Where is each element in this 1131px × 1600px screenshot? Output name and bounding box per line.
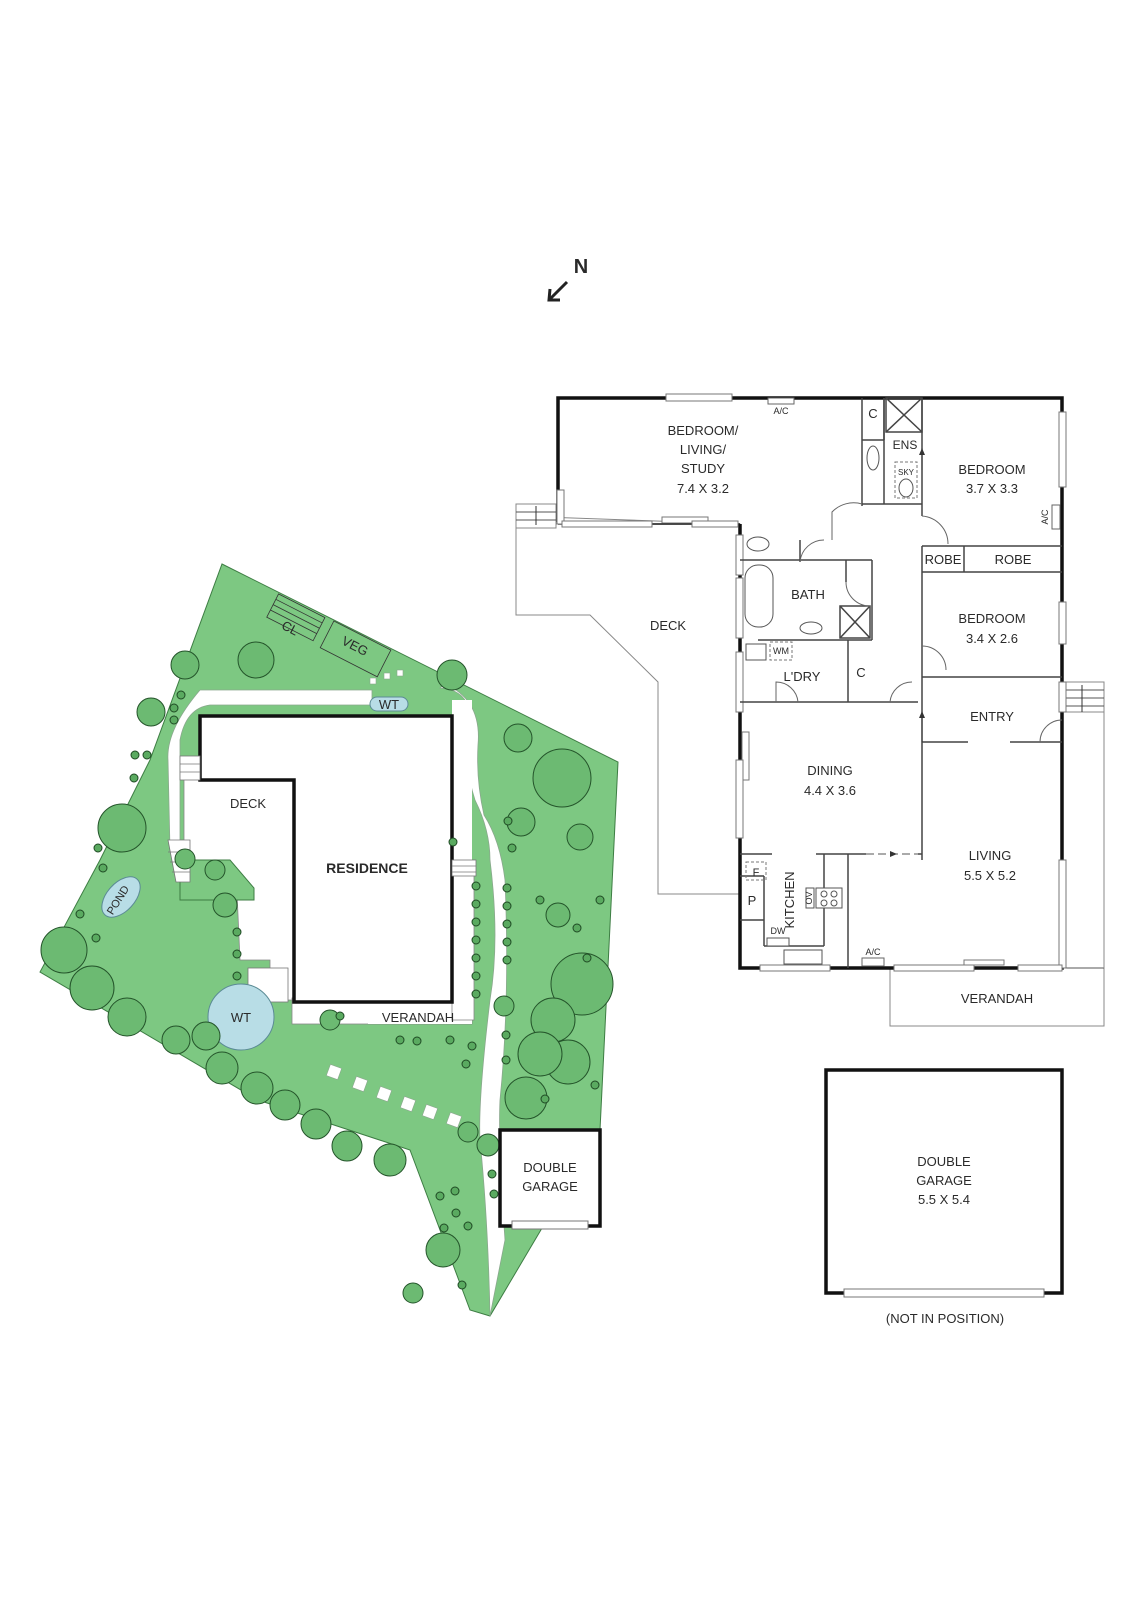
veg-garden bbox=[319, 620, 392, 678]
entry-stairs bbox=[1061, 681, 1105, 713]
ac-label: A/C bbox=[1040, 509, 1050, 525]
window bbox=[1058, 411, 1067, 488]
window bbox=[759, 964, 831, 972]
window bbox=[735, 651, 744, 713]
shrub-icons bbox=[75, 690, 605, 1290]
pond bbox=[101, 876, 141, 918]
ac-unit bbox=[1051, 504, 1061, 530]
interior-walls bbox=[740, 397, 1062, 968]
room-name: STUDY bbox=[681, 461, 725, 476]
residence-label: RESIDENCE bbox=[326, 860, 408, 876]
fixtures: SKY bbox=[744, 445, 918, 965]
kitchen-label: KITCHEN bbox=[782, 871, 797, 928]
window bbox=[741, 731, 750, 781]
not-in-position-note: (NOT IN POSITION) bbox=[886, 1311, 1004, 1326]
robe-label: ROBE bbox=[995, 552, 1032, 567]
site-plan: CL VEG WT WT POND bbox=[39, 563, 619, 1317]
window bbox=[1058, 859, 1067, 969]
washing-machine-label: WM bbox=[773, 646, 789, 656]
ac-label: A/C bbox=[773, 406, 789, 416]
north-arrow-icon bbox=[547, 280, 569, 302]
window bbox=[735, 759, 744, 839]
room-name: DINING bbox=[807, 763, 853, 778]
water-tank-large bbox=[207, 983, 275, 1051]
window bbox=[1058, 681, 1067, 713]
room-dining: DINING 4.4 X 3.6 bbox=[804, 763, 856, 798]
window bbox=[735, 534, 744, 576]
room-bedroom-1: BEDROOM 3.7 X 3.3 bbox=[958, 462, 1025, 496]
stepping-stones bbox=[325, 669, 463, 1129]
ac-label: A/C bbox=[865, 947, 881, 957]
deck-stairs bbox=[515, 503, 557, 529]
deck-label: DECK bbox=[230, 796, 266, 811]
window bbox=[665, 393, 733, 402]
ac-unit bbox=[861, 957, 885, 967]
room-dimensions: 7.4 X 3.2 bbox=[677, 481, 729, 496]
cupboard-label: C bbox=[856, 665, 865, 680]
window bbox=[691, 520, 739, 528]
window bbox=[661, 516, 709, 524]
step-arrow-icon bbox=[866, 851, 918, 857]
room-dimensions: 5.5 X 5.2 bbox=[964, 868, 1016, 883]
skylight-label: SKY bbox=[898, 468, 915, 477]
room-dimensions: 5.5 X 5.4 bbox=[918, 1192, 970, 1207]
north-label: N bbox=[574, 256, 588, 278]
garage-floorplan: DOUBLE GARAGE 5.5 X 5.4 bbox=[824, 1068, 1064, 1298]
driveway bbox=[438, 683, 508, 1317]
room-dimensions: 3.4 X 2.6 bbox=[966, 631, 1018, 646]
room-name: LIVING/ bbox=[680, 442, 727, 457]
room-dimensions: 3.7 X 3.3 bbox=[966, 481, 1018, 496]
cupboard-label: C bbox=[868, 406, 877, 421]
room-name: DOUBLE bbox=[917, 1154, 971, 1169]
ensuite-arrow-icon bbox=[919, 448, 925, 470]
room-bedroom-living-study: BEDROOM/ LIVING/ STUDY 7.4 X 3.2 bbox=[668, 423, 739, 496]
verandah-area bbox=[889, 967, 1105, 1027]
ac-unit bbox=[767, 397, 795, 405]
room-dimensions: 4.4 X 3.6 bbox=[804, 783, 856, 798]
laundry-label: L'DRY bbox=[784, 669, 821, 684]
pantry-label: P bbox=[748, 893, 757, 908]
water-tank-label: WT bbox=[231, 1010, 251, 1025]
verandah-label: VERANDAH bbox=[382, 1010, 454, 1025]
window bbox=[556, 489, 565, 525]
clothesline-label: CL bbox=[279, 618, 301, 639]
door-swings bbox=[775, 502, 1063, 743]
deck-label: DECK bbox=[650, 618, 686, 633]
window bbox=[1058, 601, 1067, 645]
window bbox=[561, 520, 653, 528]
room-bedroom-2: BEDROOM 3.4 X 2.6 bbox=[958, 611, 1025, 646]
clothesline bbox=[266, 593, 326, 642]
window bbox=[735, 577, 744, 639]
compass: N bbox=[547, 256, 588, 302]
robe-label: ROBE bbox=[925, 552, 962, 567]
garage-label: GARAGE bbox=[522, 1179, 578, 1194]
garage-siteplan: DOUBLE GARAGE bbox=[498, 1128, 602, 1230]
room-name: GARAGE bbox=[916, 1173, 972, 1188]
entry-label: ENTRY bbox=[970, 709, 1014, 724]
entry-arrow-icon bbox=[919, 711, 925, 742]
window bbox=[963, 959, 1005, 966]
oven-label: OV bbox=[804, 891, 814, 904]
garage-label: DOUBLE bbox=[523, 1160, 577, 1175]
dishwasher-label: DW bbox=[771, 926, 786, 936]
window bbox=[1017, 964, 1063, 972]
floor-plan: A/C A/C A/C bbox=[515, 393, 1105, 1326]
room-name: LIVING bbox=[969, 848, 1012, 863]
ensuite-label: ENS bbox=[893, 438, 918, 452]
room-living: LIVING 5.5 X 5.2 bbox=[964, 848, 1016, 883]
tree-icons bbox=[40, 641, 614, 1304]
verandah-label: VERANDAH bbox=[961, 991, 1033, 1006]
window bbox=[893, 964, 975, 972]
fridge-label: F bbox=[753, 867, 760, 879]
room-name: BEDROOM bbox=[958, 611, 1025, 626]
room-name: BEDROOM/ bbox=[668, 423, 739, 438]
bath-label: BATH bbox=[791, 587, 825, 602]
room-name: BEDROOM bbox=[958, 462, 1025, 477]
water-tank-label: WT bbox=[379, 697, 399, 712]
water-tank-small bbox=[369, 696, 409, 712]
